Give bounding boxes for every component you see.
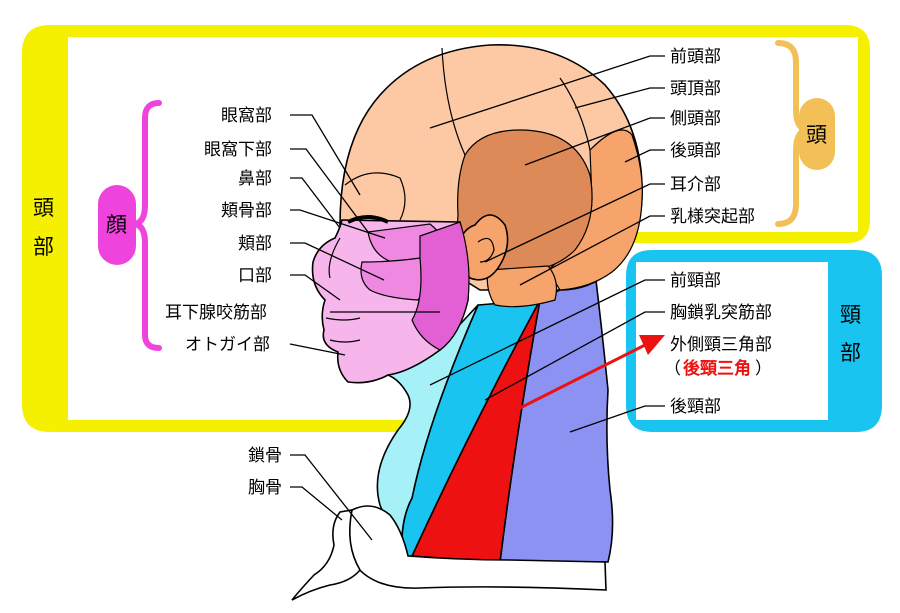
eye-lid [347,215,389,224]
leader-clavicle [290,454,373,541]
leader-oral [290,274,341,301]
arrow-shaft [519,343,646,410]
label-posterior-neck: 後頸部 [670,397,721,417]
label-mastoid: 乳様突起部 [670,207,755,227]
label-infraorbital: 眼窩下部 [204,140,272,160]
buccal-region [360,257,426,301]
face-labels: 眼窩部 眼窩下部 鼻部 頬骨部 頬部 口部 耳下腺咬筋部 オトガイ部 [165,106,272,355]
face-tag-text: 顔 [106,213,127,237]
masseter-region [411,221,470,351]
bone-labels: 鎖骨 胸骨 [248,446,282,498]
label-lateral-cervical-triangle: 外側頸三角部 [670,335,772,355]
posterior-triangle-arrow [519,335,665,410]
label-frontal: 前頭部 [670,47,721,67]
label-orbital: 眼窩部 [221,106,272,126]
leader-occipital [624,149,665,163]
label-sternocleidomastoid: 胸鎖乳突筋部 [670,303,772,323]
lip-line [325,317,361,343]
leader-temporal [524,117,665,166]
leader-orbital [290,114,361,196]
leader-sternum [290,486,343,521]
head-region-label-2: 部 [33,235,54,259]
leader-posterior-neck [569,405,665,433]
head-tag-text: 頭 [806,123,827,147]
leader-infraorbital [290,148,369,233]
face-tag [98,185,136,265]
ear-inner-line [477,237,495,263]
clavicle-sternum-illustration [291,505,607,601]
sternum-shape [291,509,361,601]
head-region-label-1: 頭 [33,196,54,220]
label-alias-close: ） [755,359,772,379]
label-clavicle: 鎖骨 [248,446,282,466]
leader-nasal [290,177,341,229]
label-zygomatic: 頬骨部 [221,201,272,221]
head-labels: 前頭部 頭頂部 側頭部 後頭部 耳介部 乳様突起部 [670,47,755,227]
head-tag [799,98,835,170]
label-parietal: 頭頂部 [670,79,721,99]
label-mental: オトガイ部 [185,335,270,355]
nose-line [328,237,341,279]
coronal-line [441,47,466,156]
leader-parietal [574,87,665,109]
face-brace [134,100,162,351]
brow-line [344,172,406,221]
face-illustration [311,172,470,384]
label-posterior-triangle-alias: 後頸三角 [683,358,751,379]
neck-region-label-2: 部 [840,341,861,365]
leader-lines [289,55,665,541]
label-sternum: 胸骨 [248,478,282,498]
neck-region-label-1: 頸 [840,303,861,327]
neck-region-frame [626,250,882,432]
mastoid-region [486,265,558,308]
leader-mental [289,343,346,356]
label-buccal: 頬部 [238,234,272,254]
label-temporal: 側頭部 [670,109,721,129]
leader-buccal [290,242,385,281]
leader-mastoid [519,215,665,286]
label-parotid-masseteric: 耳下腺咬筋部 [165,303,267,323]
label-anterior-neck: 前頸部 [670,271,721,291]
neck-frame-band [626,250,882,432]
arrow-head [639,335,665,355]
leader-zygomatic [290,209,386,239]
label-nasal: 鼻部 [238,169,272,189]
label-auricular: 耳介部 [670,175,721,195]
leader-frontal [429,55,665,129]
neck-labels: 前頸部 胸鎖乳突筋部 外側頸三角部 （ 後頸三角 ） 後頸部 [664,271,772,417]
leader-auricular [484,183,665,263]
label-occipital: 後頭部 [670,141,721,161]
neck-illustration [376,270,614,563]
leader-sternocleidomastoid [484,311,665,401]
label-oral: 口部 [238,266,272,286]
label-alias-open: （ [664,359,681,379]
leader-anterior-neck [429,279,665,386]
